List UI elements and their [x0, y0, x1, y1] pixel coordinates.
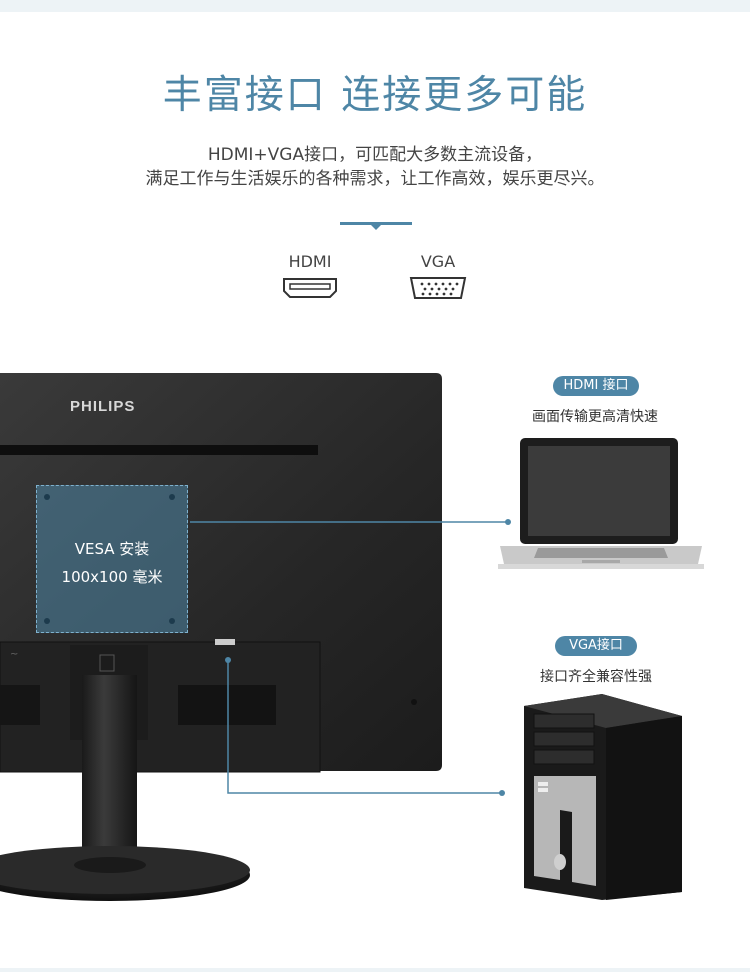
divider-arrow [370, 224, 382, 230]
vga-port-label: VGA [420, 252, 456, 271]
hdmi-port-label: HDMI [288, 252, 332, 271]
vga-port-icon [409, 277, 467, 299]
section-divider [340, 222, 412, 225]
desktop-tower-illustration [524, 694, 682, 900]
brand-logo: PHILIPS [70, 398, 136, 415]
subtitle-line-2: 满足工作与生活娱乐的各种需求，让工作高效，娱乐更尽兴。 [145, 169, 605, 189]
top-band [0, 0, 750, 12]
vesa-hole [169, 494, 175, 500]
hdmi-description: 画面传输更高清快速 [532, 409, 658, 425]
vesa-label-line2: 100x100 毫米 [61, 568, 163, 586]
vesa-mount-overlay: VESA 安装 100x100 毫米 [36, 485, 188, 633]
bottom-band [0, 968, 750, 972]
monitor-back-illustration: ~ [0, 373, 442, 901]
laptop-illustration [498, 438, 704, 569]
subtitle-line-1: HDMI+VGA接口，可匹配大多数主流设备， [207, 145, 543, 165]
vesa-label-line1: VESA 安装 [74, 540, 150, 558]
hdmi-port-icon [283, 278, 337, 298]
hdmi-badge: HDMI 接口 [553, 376, 639, 396]
vga-badge: VGA接口 [555, 636, 637, 656]
svg-text:~: ~ [10, 649, 18, 660]
vesa-hole [44, 618, 50, 624]
page-title: 丰富接口 连接更多可能 [162, 73, 588, 118]
vga-description: 接口齐全兼容性强 [540, 669, 652, 685]
vesa-hole [44, 494, 50, 500]
vesa-hole [169, 618, 175, 624]
